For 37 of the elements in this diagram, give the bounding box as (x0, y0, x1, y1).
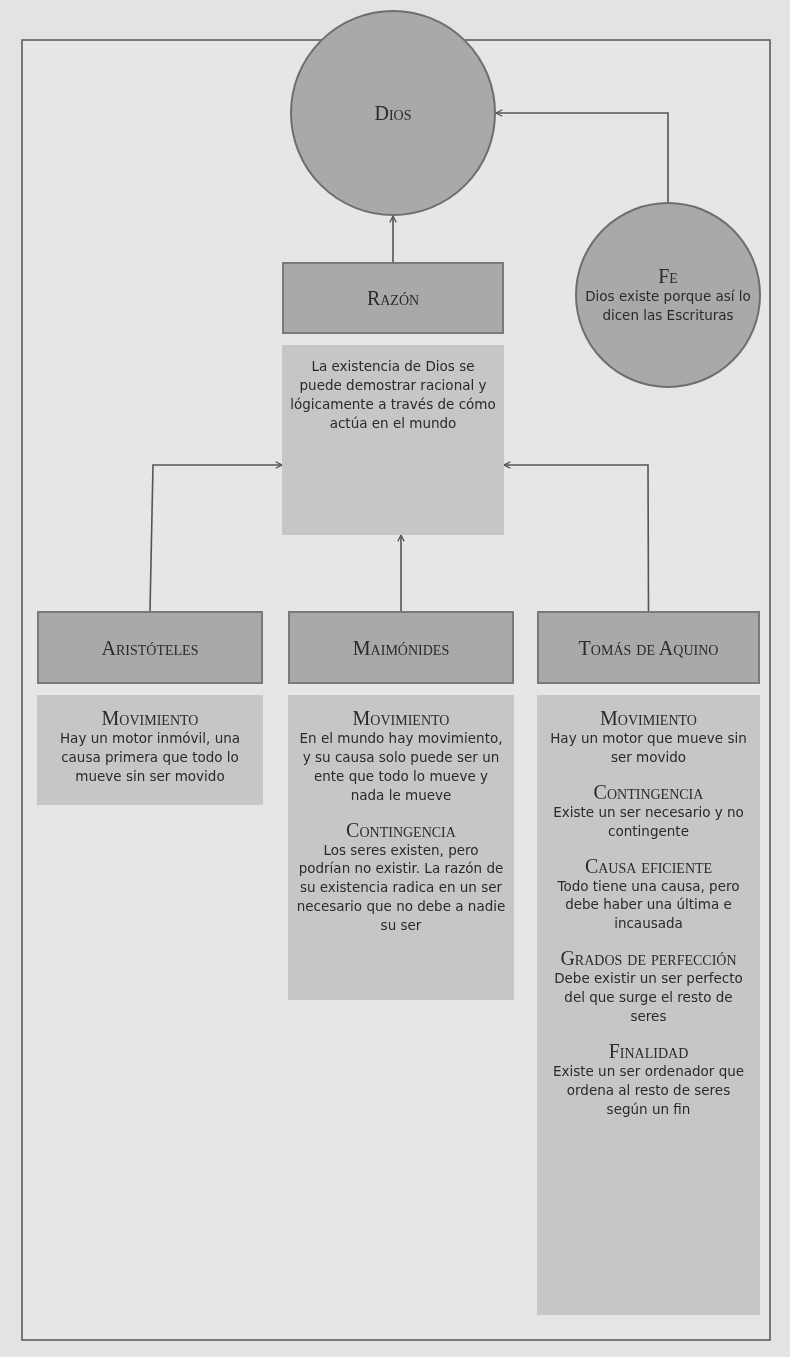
arrow (389, 215, 397, 263)
node-text: Hay un motor que mueve sin ser movido (549, 729, 748, 767)
node-text: En el mundo hay movimiento, y su causa solo puede ser un ente que todo lo mueve y nada le mueve (298, 729, 504, 805)
arrow (503, 461, 650, 612)
node-text: Todo tiene una causa, pero debe haber una última e incausada (556, 876, 741, 934)
node-text: La existencia de Dios se puede demostrar racional y lógicamente a través de cómo actúa en el mundo (289, 357, 497, 433)
content-box (37, 695, 263, 805)
content-box (288, 695, 514, 1000)
node-title: Movimiento (600, 707, 697, 729)
header-box (282, 262, 504, 334)
node-title: Aristóteles (101, 636, 199, 659)
node-title: Causa eficiente (584, 854, 713, 877)
node-text: Los seres existen, pero podrían no existir. La razón de su existencia radica en un ser necesario que no debe a nadie su ser (295, 840, 507, 935)
node-title: Finalidad (608, 1039, 689, 1062)
header-box (37, 611, 263, 684)
node-text: Hay un motor inmóvil, una causa primera que todo lo mueve sin ser movido (58, 729, 242, 786)
node-title: Movimiento (101, 707, 199, 729)
arrow (149, 461, 283, 612)
node-text: Existe un ser necesario y no contingente (552, 802, 745, 841)
node-title: Fe (658, 265, 678, 288)
node-title: Maimónides (352, 636, 450, 659)
node-title: Razón (366, 287, 420, 309)
node-title: Contingencia (593, 780, 704, 803)
node-title: Grados de perfección (560, 947, 737, 970)
content-box (537, 695, 760, 1315)
node-text: Debe existir un ser perfecto del que surge el resto de seres (553, 969, 744, 1026)
description-box (282, 345, 504, 535)
node-text: Existe un ser ordenador que ordena al resto de seres según un fin (551, 1061, 746, 1119)
node-title: Tomás de Aquino (578, 636, 719, 659)
node-title: Contingencia (346, 818, 456, 841)
arrow (495, 109, 669, 203)
node-title: Movimiento (352, 707, 450, 729)
arrow (397, 534, 405, 612)
node-text: Dios existe porque así lo dicen las Escrituras (584, 287, 752, 325)
header-box (537, 611, 760, 684)
node-title: Dios (374, 102, 412, 124)
header-box (288, 611, 514, 684)
